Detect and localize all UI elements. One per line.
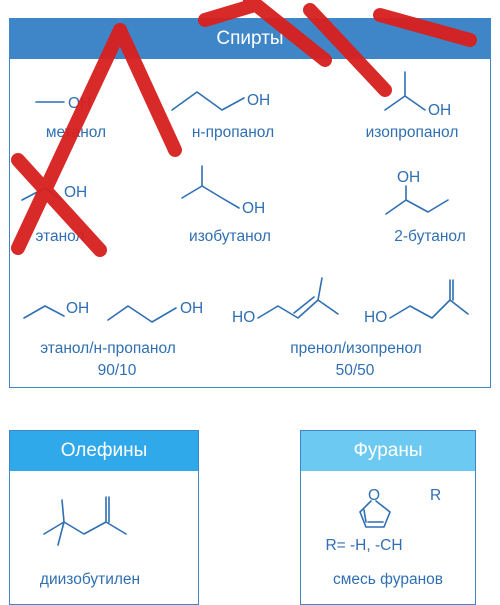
2-butanol-structure: OH (385, 169, 449, 215)
diisobutylene-structure (43, 496, 127, 546)
isopropanol-label: изопропанол (365, 124, 459, 141)
furans-panel: Фураны (300, 430, 476, 605)
svg-text:HO: HO (364, 309, 387, 326)
svg-text:R: R (430, 487, 441, 504)
diisobutylene-label: диизобутилен (39, 571, 141, 588)
olefins-title: Олефины (60, 440, 148, 461)
svg-text:OH: OH (66, 300, 89, 317)
furans-header: Фураны (301, 431, 475, 471)
olefins-panel: Олефины (9, 430, 199, 605)
n-propanol-label: н-пропанол (191, 124, 275, 141)
2-butanol-label: 2-бутанол (394, 228, 466, 245)
ethanol-n-propanol-structures: OH OH (23, 300, 203, 323)
n-propanol-structure: OH (171, 91, 270, 111)
prenol-isoprenol-structures: HO HO (232, 277, 469, 326)
furans-title: Фураны (353, 440, 423, 461)
prenol-isoprenol-label: пренол/изопренол (290, 340, 422, 357)
furan-mixture-label: смесь фуранов (333, 571, 443, 588)
prenol-isoprenol-ratio: 50/50 (335, 362, 375, 379)
isobutanol-structure: OH (181, 165, 265, 217)
svg-text:OH: OH (247, 92, 270, 109)
ethanol-n-propanol-ratio: 90/10 (97, 362, 137, 379)
svg-text:OH: OH (180, 300, 203, 317)
svg-text:OH: OH (428, 102, 451, 119)
isobutanol-label: изобутанол (189, 228, 271, 245)
olefins-header: Олефины (10, 431, 198, 471)
svg-text:O: O (368, 487, 380, 504)
furan-substituents-label: R= -H, -CH (325, 537, 403, 554)
svg-text:OH: OH (397, 169, 420, 186)
svg-text:HO: HO (232, 309, 255, 326)
ethanol-n-propanol-label: этанол/н-пропанол (40, 340, 176, 357)
furan-ring-structure: O R (359, 487, 441, 528)
isopropanol-structure: OH (384, 71, 451, 119)
svg-text:OH: OH (242, 200, 265, 217)
